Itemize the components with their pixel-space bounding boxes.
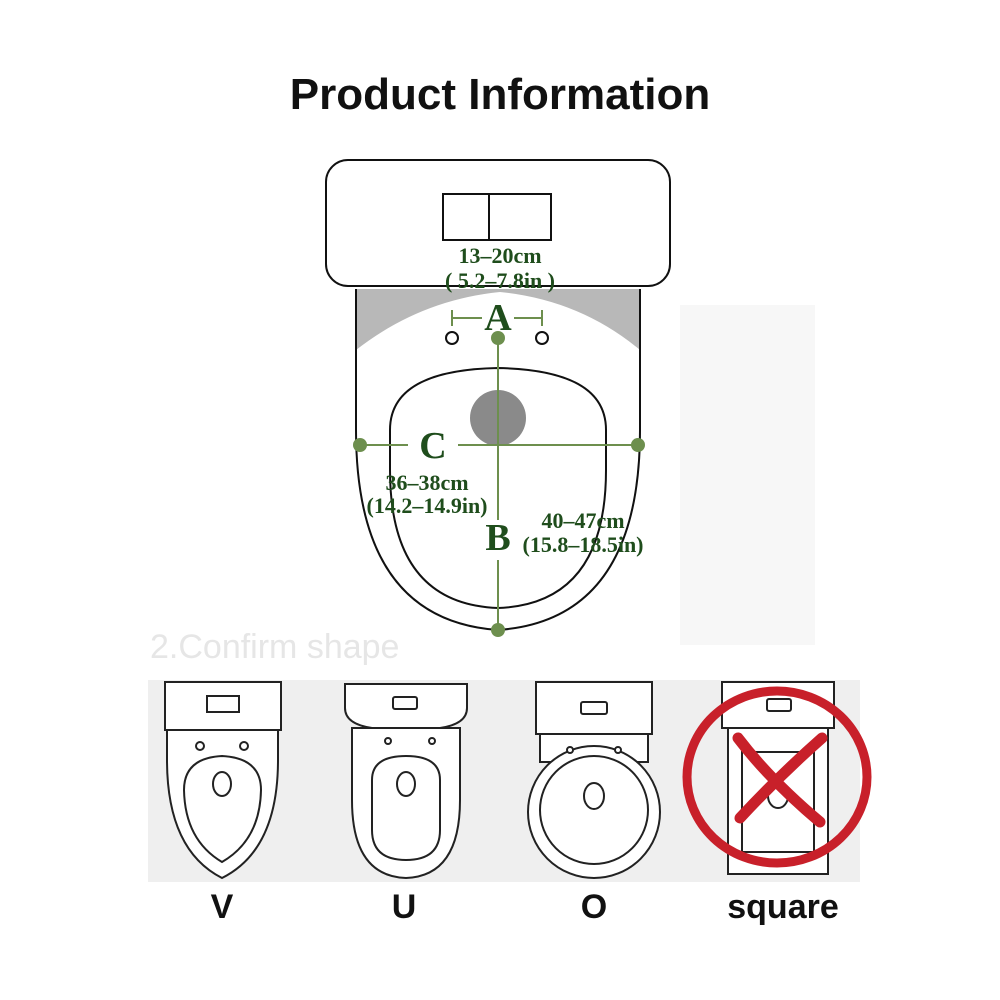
v-flush-button (206, 695, 240, 713)
v-hinge-right (239, 741, 249, 751)
toilet-shape-u (344, 683, 468, 880)
background-panel (680, 305, 815, 645)
measurement-b-cm: 40–47cm (541, 508, 624, 533)
dimension-lines (360, 310, 638, 630)
bowl-rim-shadow (356, 289, 640, 350)
hinge-hole-left (445, 331, 459, 345)
u-drain (396, 771, 416, 797)
watermark-text: 2.Confirm shape (150, 628, 400, 666)
cross-stroke-2 (734, 732, 828, 824)
flush-button-panel (442, 193, 552, 241)
dimension-b-bottom-dot (491, 623, 505, 637)
u-seat (371, 754, 441, 862)
hinge-hole-right (535, 331, 549, 345)
prohibited-circle-icon (682, 686, 872, 868)
u-hinge-right (428, 737, 436, 745)
toilet-shape-o (527, 681, 661, 879)
u-hinge-left (384, 737, 392, 745)
measurement-c-label: C (419, 425, 446, 467)
toilet-shape-v (164, 681, 282, 880)
shape-label-o: O (580, 888, 608, 926)
shape-label-v: V (210, 888, 234, 926)
v-hinge-left (195, 741, 205, 751)
dimension-b-top-dot (491, 331, 505, 345)
measurement-b-in: (15.8–18.5in) (523, 532, 644, 557)
measurement-c-cm: 36–38cm (385, 470, 468, 495)
dimension-c-left-dot (353, 438, 367, 452)
measurement-a-cm: 13–20cm (458, 243, 541, 268)
square-flush-button (766, 698, 792, 712)
measurement-a-label: A (484, 297, 512, 339)
measurement-b-label: B (485, 517, 510, 559)
dimension-c-right-dot (631, 438, 645, 452)
shape-label-u: U (391, 888, 417, 926)
page-title: Product Information (289, 70, 711, 119)
measurement-c-in: (14.2–14.9in) (367, 493, 488, 518)
v-drain (212, 771, 232, 797)
o-hinge-right (614, 746, 622, 754)
v-seat (182, 754, 263, 864)
u-flush-button (392, 696, 418, 710)
prohibited-icon (682, 686, 872, 868)
o-flush-button (580, 701, 608, 715)
shape-label-square: square (727, 888, 839, 926)
measurement-a-in: ( 5.2–7.8in ) (445, 268, 555, 293)
o-drain (583, 782, 605, 810)
o-hinge-left (566, 746, 574, 754)
dimension-endpoints (353, 331, 645, 637)
